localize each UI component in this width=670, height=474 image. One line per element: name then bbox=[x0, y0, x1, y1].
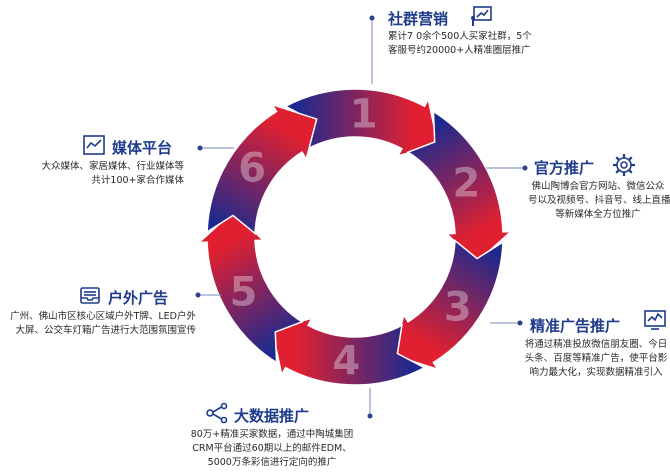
node-title-social: 社群营销 bbox=[388, 10, 449, 28]
desc-line: 共计100+家合作媒体 bbox=[91, 175, 184, 186]
cycle-arrow-segment bbox=[283, 88, 439, 157]
connector-dot bbox=[522, 165, 528, 171]
node-desc-official: 佛山陶博会官方网站、微信公众 号以及视频号、抖音号、线上直播 等新媒体全方位推广 bbox=[528, 180, 670, 222]
segment-number: 1 bbox=[350, 91, 378, 137]
connector-dot bbox=[197, 145, 203, 151]
desc-line: 大众媒体、家居媒体、行业媒体等 bbox=[41, 161, 184, 172]
gear-icon bbox=[613, 154, 635, 176]
node-desc-outdoor: 广州、佛山市区核心区域户外T牌、LED户外 大屏、公交车灯箱广告进行大范围氛围宣… bbox=[4, 310, 196, 338]
segment-number: 4 bbox=[332, 339, 360, 385]
desc-line: 累计7 0余个500人买家社群，5个 bbox=[388, 31, 532, 42]
connector-dot bbox=[367, 413, 373, 419]
desc-line: 5000万条彩信进行定向的推广 bbox=[207, 457, 337, 468]
desc-line: CRM平台通过60期以上的邮件EDM、 bbox=[192, 443, 352, 454]
connector-dot bbox=[195, 292, 201, 298]
desc-line: 头条、百度等精准广告，使平台影 bbox=[524, 353, 668, 364]
connectors bbox=[195, 15, 528, 419]
node-desc-precise: 将通过精准投放微信朋友圈、今日 头条、百度等精准广告，使平台影 响力最大化，实现… bbox=[524, 338, 668, 380]
connector-dot bbox=[517, 320, 523, 326]
cycle-arrow-segment bbox=[271, 317, 427, 386]
desc-line: 广州、佛山市区核心区域户外T牌、LED户外 bbox=[10, 311, 196, 322]
desc-line: 佛山陶博会官方网站、微信公众 bbox=[531, 181, 665, 192]
connector-dot bbox=[369, 15, 375, 21]
desc-line: 80万+精准买家数据，通过中陶城集团 bbox=[190, 429, 354, 440]
desc-line: 客服号约20000+人精准圈层推广 bbox=[388, 45, 531, 56]
node-title-media: 媒体平台 bbox=[112, 139, 173, 157]
share-network-icon bbox=[206, 402, 228, 424]
trend-chart-icon bbox=[83, 135, 105, 155]
cycle-arrow-segment bbox=[406, 110, 513, 264]
segment-number: 6 bbox=[238, 146, 266, 192]
segment-number: 2 bbox=[453, 161, 481, 207]
node-title-precise: 精准广告推广 bbox=[530, 317, 621, 335]
segment-number: 5 bbox=[230, 269, 258, 315]
presentation-chart-icon bbox=[471, 6, 492, 26]
cycle-arrow-segment bbox=[206, 103, 318, 236]
node-title-bigdata: 大数据推广 bbox=[234, 407, 310, 425]
desc-line: 号以及视频号、抖音号、线上直播 bbox=[528, 195, 670, 206]
ring-segments bbox=[197, 88, 513, 386]
node-desc-media: 大众媒体、家居媒体、行业媒体等 共计100+家合作媒体 bbox=[28, 160, 184, 188]
node-title-outdoor: 户外广告 bbox=[108, 289, 169, 307]
node-desc-social: 累计7 0余个500人买家社群，5个 客服号约20000+人精准圈层推广 bbox=[388, 30, 532, 58]
desc-line: 响力最大化，实现数据精准引入 bbox=[529, 367, 663, 378]
desc-line: 等新媒体全方位推广 bbox=[555, 209, 641, 220]
line-chart-monitor-icon bbox=[644, 310, 666, 330]
inbox-tray-icon bbox=[80, 287, 100, 304]
desc-line: 大屏、公交车灯箱广告进行大范围氛围宣传 bbox=[15, 325, 196, 336]
node-desc-bigdata: 80万+精准买家数据，通过中陶城集团 CRM平台通过60期以上的邮件EDM、 5… bbox=[172, 428, 372, 470]
desc-line: 将通过精准投放微信朋友圈、今日 bbox=[524, 339, 668, 350]
segment-number: 3 bbox=[444, 284, 472, 330]
segment-numbers: 1 2 3 4 5 6 bbox=[230, 91, 481, 384]
cycle-arrow-segment bbox=[197, 210, 304, 364]
node-title-official: 官方推广 bbox=[534, 159, 595, 177]
cycle-arrow-segment bbox=[392, 238, 504, 371]
